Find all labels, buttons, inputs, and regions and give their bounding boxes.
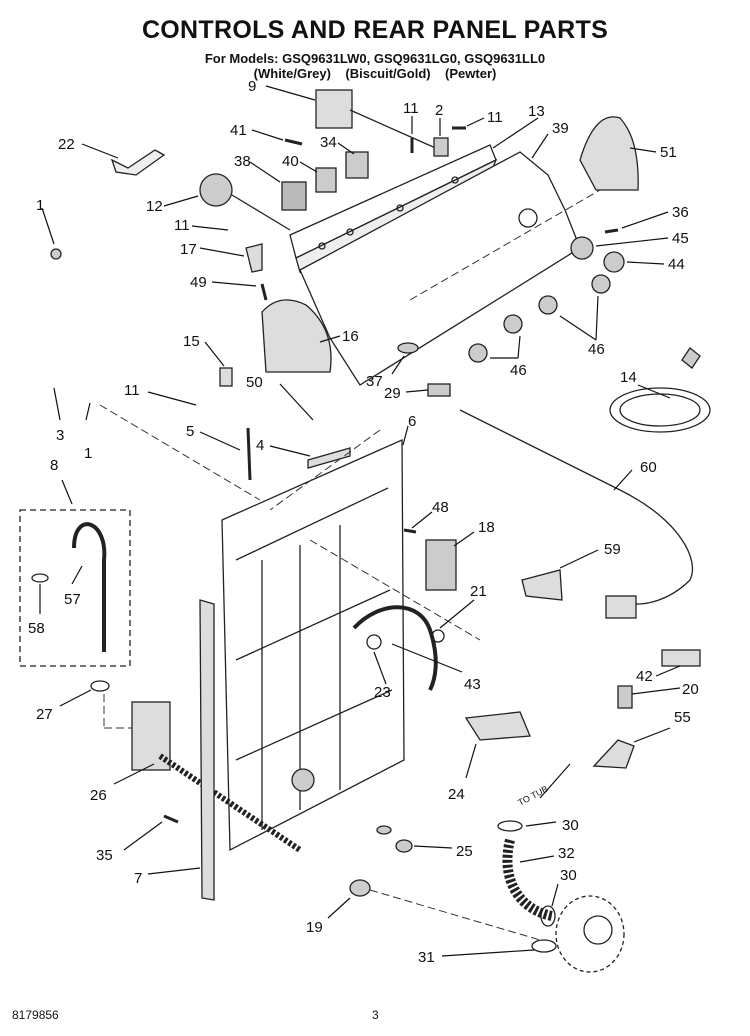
to-tub-label: TO TUB bbox=[516, 784, 550, 808]
callout-30: 30 bbox=[560, 867, 577, 884]
callout-11: 11 bbox=[174, 217, 190, 234]
left-end-cap bbox=[261, 299, 332, 373]
callout-42: 42 bbox=[636, 668, 653, 685]
callout-6: 6 bbox=[408, 413, 416, 430]
callout-12: 12 bbox=[146, 198, 163, 215]
callout-35: 35 bbox=[96, 847, 113, 864]
callout-1: 1 bbox=[84, 445, 92, 462]
callout-22: 22 bbox=[58, 136, 75, 153]
callout-43: 43 bbox=[464, 676, 481, 693]
callout-39: 39 bbox=[552, 120, 569, 137]
callout-40: 40 bbox=[282, 153, 299, 170]
callout-7: 7 bbox=[134, 870, 142, 887]
callout-9: 9 bbox=[248, 78, 256, 95]
callout-24: 24 bbox=[448, 786, 465, 803]
callout-15: 15 bbox=[183, 333, 200, 350]
rear-panel bbox=[221, 439, 405, 852]
bracket bbox=[110, 149, 166, 176]
callout-60: 60 bbox=[640, 459, 657, 476]
callout-45: 45 bbox=[672, 230, 689, 247]
callout-11: 11 bbox=[487, 109, 503, 126]
callout-1: 1 bbox=[36, 197, 44, 214]
power-cord bbox=[609, 387, 711, 433]
inlet-hose bbox=[72, 522, 107, 652]
alignment-lines bbox=[99, 189, 601, 941]
callout-57: 57 bbox=[64, 591, 81, 608]
callout-17: 17 bbox=[180, 241, 197, 258]
pump-hose bbox=[502, 838, 554, 921]
pump bbox=[555, 895, 625, 973]
doc-number: 8179856 bbox=[12, 1008, 59, 1022]
callout-16: 16 bbox=[342, 328, 359, 345]
console-end-cap bbox=[579, 116, 639, 191]
callout-20: 20 bbox=[682, 681, 699, 698]
callout-55: 55 bbox=[674, 709, 691, 726]
callout-59: 59 bbox=[604, 541, 621, 558]
rotary-switch bbox=[199, 173, 233, 207]
wire-harness bbox=[459, 409, 694, 605]
callout-19: 19 bbox=[306, 919, 323, 936]
callout-27: 27 bbox=[36, 706, 53, 723]
callout-4: 4 bbox=[256, 437, 264, 454]
callout-34: 34 bbox=[320, 134, 337, 151]
page-title: CONTROLS AND REAR PANEL PARTS bbox=[141, 16, 609, 44]
callout-8: 8 bbox=[50, 457, 58, 474]
console-back bbox=[299, 151, 581, 386]
callout-48: 48 bbox=[432, 499, 449, 516]
part-drawings bbox=[19, 89, 711, 973]
callout-11: 11 bbox=[403, 100, 419, 117]
callout-30: 30 bbox=[562, 817, 579, 834]
callout-37: 37 bbox=[366, 373, 383, 390]
callout-58: 58 bbox=[28, 620, 45, 637]
callout-3: 3 bbox=[56, 427, 64, 444]
callout-31: 31 bbox=[418, 949, 435, 966]
callout-50: 50 bbox=[246, 374, 263, 391]
callout-38: 38 bbox=[234, 153, 251, 170]
callout-41: 41 bbox=[230, 122, 247, 139]
leader-lines bbox=[39, 85, 681, 957]
callout-36: 36 bbox=[672, 204, 689, 221]
callout-18: 18 bbox=[478, 519, 495, 536]
callout-2: 2 bbox=[435, 102, 443, 119]
callout-44: 44 bbox=[668, 256, 685, 273]
page-number: 3 bbox=[372, 1008, 379, 1022]
callout-13: 13 bbox=[528, 103, 545, 120]
timer bbox=[315, 89, 353, 129]
water-valve bbox=[425, 539, 457, 591]
callout-49: 49 bbox=[190, 274, 207, 291]
callout-21: 21 bbox=[470, 583, 487, 600]
callout-26: 26 bbox=[90, 787, 107, 804]
callout-11: 11 bbox=[124, 382, 140, 399]
callout-29: 29 bbox=[384, 385, 401, 402]
models-line: For Models: GSQ9631LW0, GSQ9631LG0, GSQ9… bbox=[204, 51, 546, 66]
callout-51: 51 bbox=[660, 144, 677, 161]
callout-25: 25 bbox=[456, 843, 473, 860]
callout-labels: 9 2 11 11 13 39 22 41 34 51 38 40 12 1 1… bbox=[28, 78, 699, 966]
colors-line: (White/Grey) (Biscuit/Gold) (Pewter) bbox=[253, 66, 497, 81]
callout-46: 46 bbox=[588, 341, 605, 358]
callout-23: 23 bbox=[374, 684, 391, 701]
callout-46: 46 bbox=[510, 362, 527, 379]
callout-32: 32 bbox=[558, 845, 575, 862]
callout-5: 5 bbox=[186, 423, 194, 440]
callout-14: 14 bbox=[620, 369, 637, 386]
